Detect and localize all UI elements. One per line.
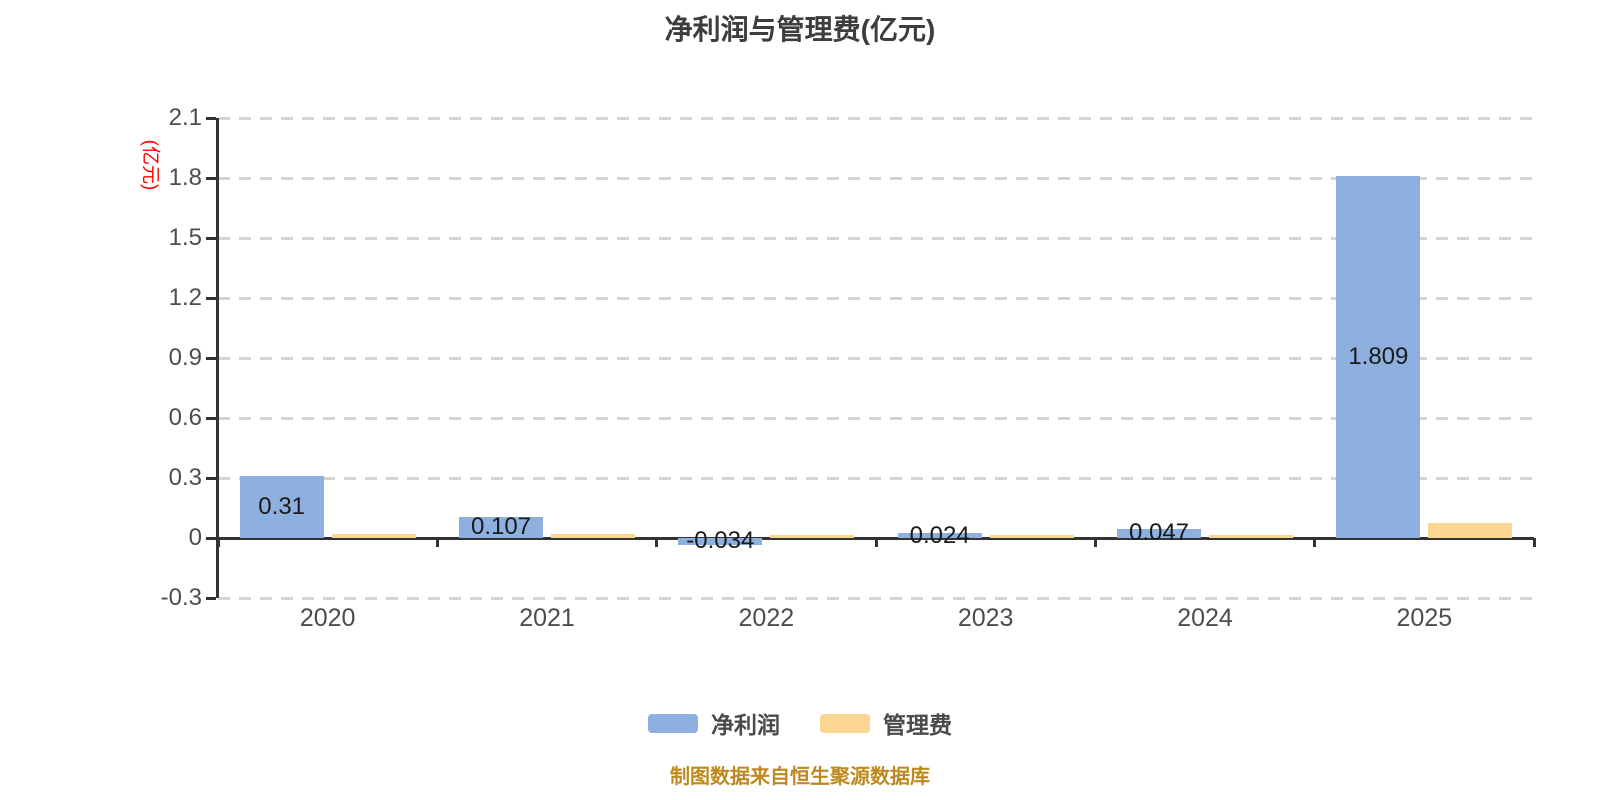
x-tick-label: 2022 [738,604,795,632]
x-tick-label: 2024 [1177,604,1233,632]
bar-value-label: 1.809 [1348,343,1409,371]
y-tick-label: 0.6 [168,404,202,431]
net-profit-bar-2022 [678,538,763,545]
legend-label-management-fee: 管理费 [883,712,952,738]
y-tick-label: 1.5 [168,224,202,251]
y-axis-tick [206,236,216,240]
x-axis-tick [874,538,878,547]
gridline [218,236,1534,240]
gridline [218,356,1534,360]
x-axis-tick [1093,538,1097,547]
gridline [218,416,1534,420]
gridline [218,296,1534,300]
y-tick-label: 0 [188,524,202,551]
x-tick-label: 2020 [299,604,356,632]
net-profit-swatch [648,713,698,733]
x-axis-tick [1313,538,1317,547]
x-axis-tick [216,538,220,547]
gridline [218,116,1534,120]
bar-value-label: 0.024 [909,521,970,549]
y-axis-tick [206,596,216,600]
net-profit-bar-2021 [459,516,543,538]
y-axis-tick [206,176,216,180]
gridline [218,176,1534,180]
y-tick-label: 0.9 [168,344,202,371]
y-tick-label: 1.8 [168,164,202,191]
y-tick-label: 1.2 [168,284,202,311]
chart-title: 净利润与管理费(亿元) [664,14,936,45]
net-profit-bar-2023 [897,533,982,538]
management-fee-bar-2020 [331,533,416,538]
x-axis-tick [435,538,439,547]
legend-item-net-profit[interactable]: 净利润 [648,706,780,740]
y-tick-label: 2.1 [168,104,202,131]
y-axis-tick [206,356,216,360]
net-profit-bar-2020 [239,476,324,538]
management-fee-bar-2021 [551,534,635,538]
bar-value-label: 0.047 [1128,519,1190,547]
management-fee-bar-2023 [989,535,1074,538]
y-axis-line [216,118,219,598]
data-source-note: 制图数据来自恒生聚源数据库 [670,766,930,788]
gridline [218,596,1534,600]
net-profit-bar-2024 [1117,528,1201,538]
management-fee-bar-2022 [770,535,855,538]
legend-item-management-fee[interactable]: 管理费 [820,706,952,740]
y-axis-tick [206,116,216,120]
x-axis-tick [1532,538,1536,547]
gridline [218,476,1534,480]
x-tick-label: 2023 [957,604,1014,632]
management-fee-swatch [820,713,870,733]
y-axis-tick [206,296,216,300]
bar-value-label: -0.034 [686,527,755,555]
bar-value-label: 0.31 [258,493,306,520]
management-fee-bar-2024 [1209,535,1293,538]
x-tick-label: 2025 [1396,604,1453,632]
y-axis-tick [206,416,216,420]
net-profit-bar-2025 [1336,176,1421,538]
y-axis-tick [206,536,216,540]
x-axis-tick [655,538,659,547]
x-tick-label: 2021 [519,604,575,632]
y-tick-label: -0.3 [160,584,202,611]
y-tick-label: 0.3 [168,464,202,491]
bar-value-label: 0.107 [470,513,532,541]
legend: 净利润 管理费 [0,706,1600,740]
management-fee-bar-2025 [1428,523,1513,538]
y-axis-tick [206,476,216,480]
plot-area: 2.1 1.8 1.5 1.2 0.9 0.6 0.3 0 -0.3 2020 2021 2022 20… [161,104,1536,632]
legend-label-net-profit: 净利润 [711,712,780,738]
